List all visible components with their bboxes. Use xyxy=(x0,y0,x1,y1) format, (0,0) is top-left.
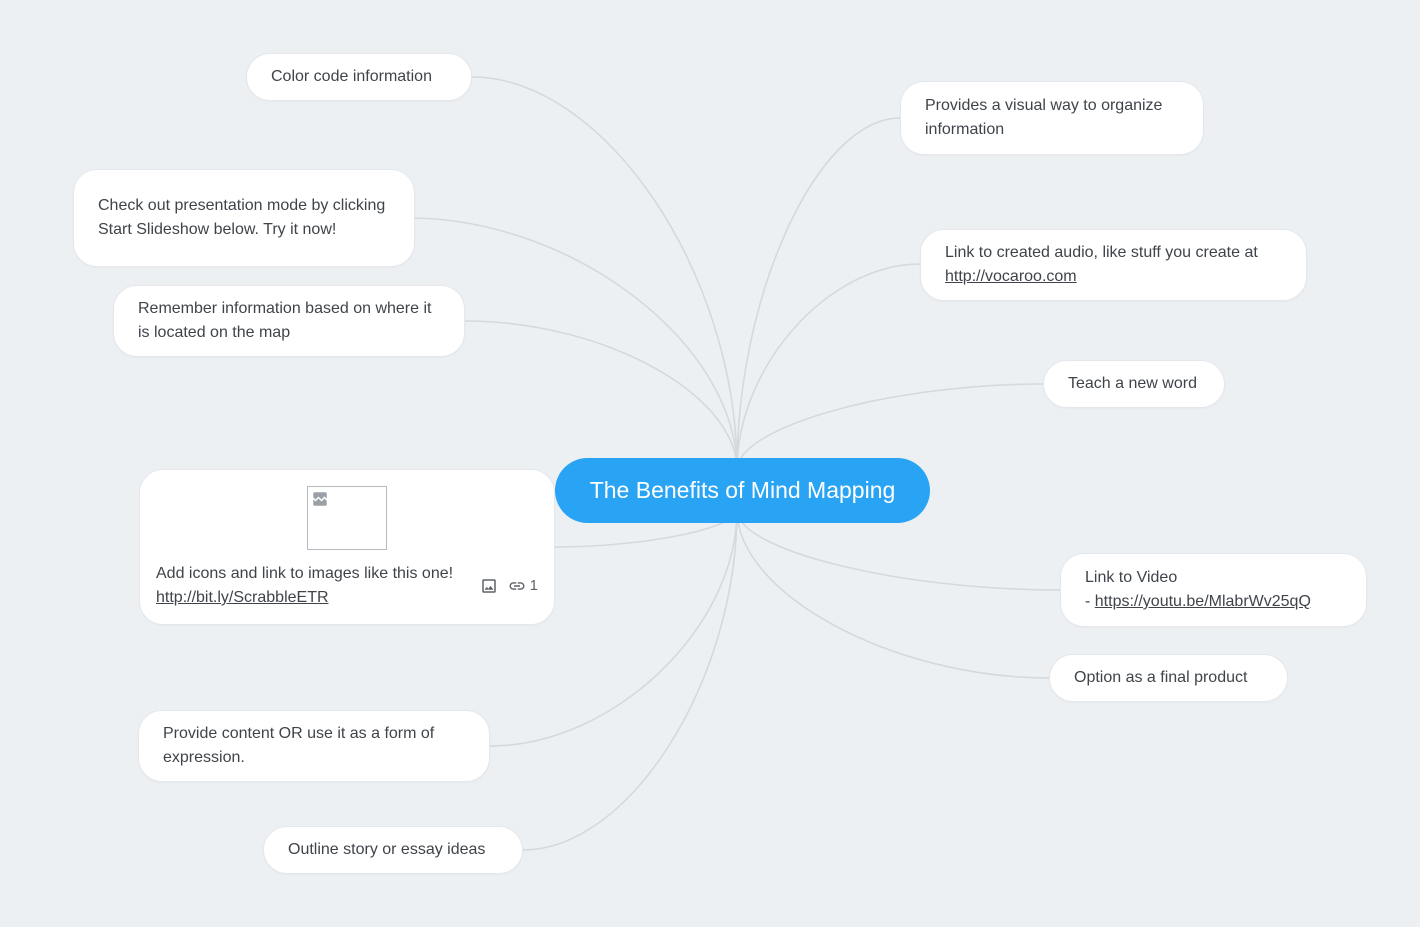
link-icon xyxy=(509,582,525,590)
attached-image[interactable] xyxy=(307,486,387,550)
youtube-link[interactable]: https://youtu.be/MlabrWv25qQ xyxy=(1094,593,1311,610)
node-text: Link to created audio, like stuff you cr… xyxy=(945,241,1282,289)
node-outline-ideas[interactable]: Outline story or essay ideas xyxy=(263,826,523,874)
node-video-link[interactable]: Link to Video - https://youtu.be/MlabrWv2… xyxy=(1060,553,1367,627)
node-text: Check out presentation mode by clicking … xyxy=(98,197,386,238)
connector xyxy=(471,76,738,471)
connector xyxy=(736,509,1050,679)
root-node[interactable]: The Benefits of Mind Mapping xyxy=(555,458,930,523)
node-audio-link[interactable]: Link to created audio, like stuff you cr… xyxy=(920,229,1307,301)
connector xyxy=(522,509,738,851)
node-text-line2: - https://youtu.be/MlabrWv25qQ xyxy=(1085,593,1311,610)
connector xyxy=(736,117,901,471)
connector xyxy=(736,263,921,471)
node-image-attachment[interactable]: Add icons and link to images like this o… xyxy=(139,469,555,625)
node-visual-organize[interactable]: Provides a visual way to organize inform… xyxy=(900,81,1204,155)
link-count-button[interactable]: 1 xyxy=(508,574,538,598)
connector xyxy=(464,320,738,471)
connector xyxy=(408,217,738,471)
connector xyxy=(736,383,1044,471)
node-text: Link to Video - https://youtu.be/MlabrWv2… xyxy=(1085,566,1311,614)
node-content-expression[interactable]: Provide content OR use it as a form of e… xyxy=(138,710,490,782)
node-text-part: Link to created audio, like stuff you cr… xyxy=(945,244,1258,261)
broken-image-icon xyxy=(313,492,327,506)
node-text-part: Link to Video xyxy=(1085,569,1178,586)
link-count-value: 1 xyxy=(529,577,538,594)
node-text: Provides a visual way to organize inform… xyxy=(925,97,1163,138)
image-attachment-button[interactable] xyxy=(480,577,498,595)
connector xyxy=(736,509,1061,591)
node-text: Remember information based on where it i… xyxy=(138,300,432,341)
vocaroo-link[interactable]: http://vocaroo.com xyxy=(945,268,1077,285)
node-text: Add icons and link to images like this o… xyxy=(156,562,470,610)
node-text: Provide content OR use it as a form of e… xyxy=(163,725,435,766)
node-text-part: Add icons and link to images like this o… xyxy=(156,565,454,582)
dash-prefix: - xyxy=(1085,593,1095,610)
node-text: Color code information xyxy=(271,68,432,85)
image-node-footer: Add icons and link to images like this o… xyxy=(156,562,538,610)
node-text: Teach a new word xyxy=(1068,375,1197,392)
node-final-product[interactable]: Option as a final product xyxy=(1049,654,1288,702)
node-color-code[interactable]: Color code information xyxy=(246,53,472,101)
connector xyxy=(489,509,738,747)
image-icon xyxy=(481,579,496,593)
node-text: Outline story or essay ideas xyxy=(288,841,486,858)
node-teach-word[interactable]: Teach a new word xyxy=(1043,360,1225,408)
scrabble-link[interactable]: http://bit.ly/ScrabbleETR xyxy=(156,589,329,606)
node-text: Option as a final product xyxy=(1074,669,1248,686)
node-remember-location[interactable]: Remember information based on where it i… xyxy=(113,285,465,357)
node-presentation-mode[interactable]: Check out presentation mode by clicking … xyxy=(73,169,415,267)
